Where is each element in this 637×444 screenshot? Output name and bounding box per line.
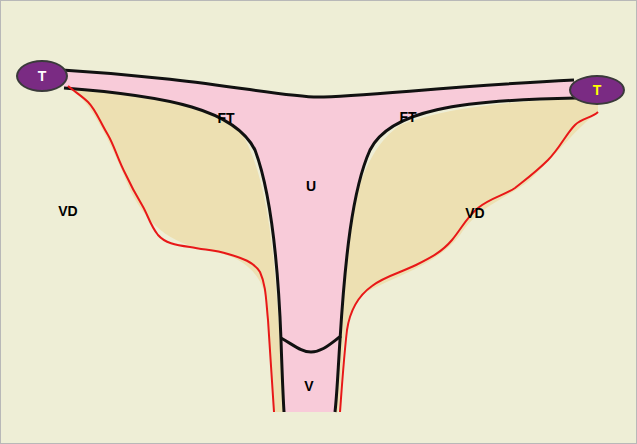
node-label: T (593, 83, 602, 97)
part-label: U (306, 179, 316, 193)
part-label: FT (399, 110, 416, 124)
part-label: VD (58, 204, 77, 218)
part-label: VD (465, 206, 484, 220)
testis-oval: T (16, 60, 68, 92)
testis-oval: T (569, 75, 625, 105)
part-label: FT (217, 111, 234, 125)
node-label: T (38, 69, 47, 83)
part-label: V (304, 379, 313, 393)
